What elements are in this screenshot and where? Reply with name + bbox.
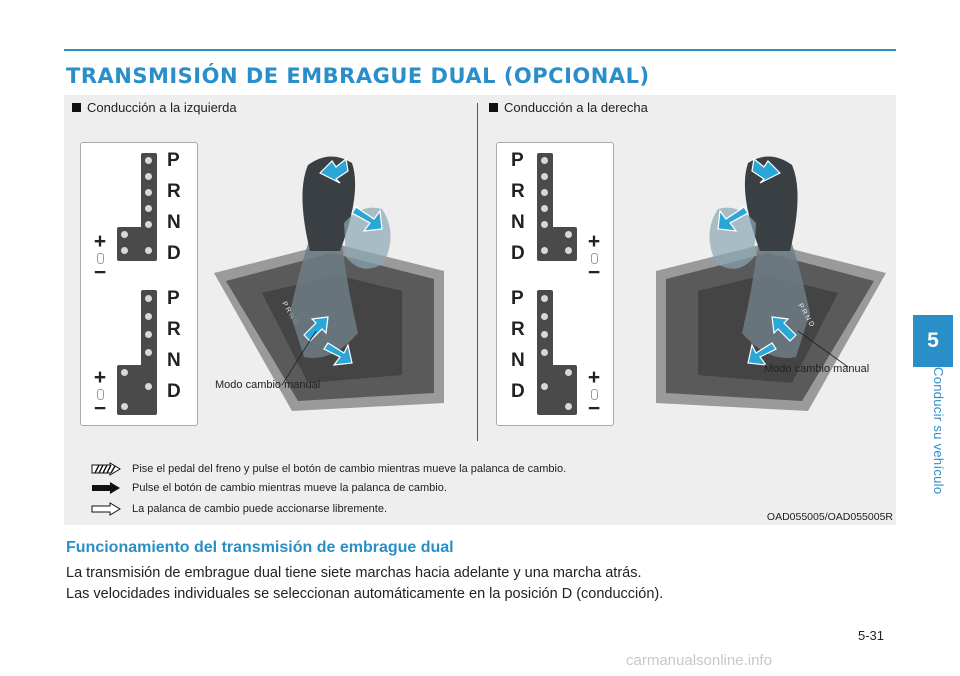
- shift-minus-sign: −: [587, 397, 601, 420]
- hatched-arrow-icon: [91, 462, 121, 476]
- solid-arrow-icon: [92, 482, 120, 494]
- page-title: TRANSMISIÓN DE EMBRAGUE DUAL (OPCIONAL): [66, 64, 650, 88]
- shift-plus-sign: +: [93, 366, 107, 389]
- shift-plus-sign: +: [93, 230, 107, 253]
- right-panel-label: Conducción a la derecha: [489, 100, 648, 115]
- section-subheading: Funcionamiento del transmisión de embrag…: [66, 539, 454, 556]
- shift-plus-sign: +: [587, 366, 601, 389]
- gear-lever-illustration-left: P R N D: [214, 156, 444, 411]
- manual-mode-callout-left: Modo cambio manual: [215, 379, 321, 391]
- header-rule: [64, 49, 896, 51]
- figure-divider: [477, 103, 478, 441]
- body-paragraph: La transmisión de embrague dual tiene si…: [66, 565, 642, 581]
- shift-plus-sign: +: [587, 230, 601, 253]
- left-panel-label: Conducción a la izquierda: [72, 100, 237, 115]
- figure-code: OAD055005/OAD055005R: [766, 511, 893, 523]
- watermark: carmanualsonline.info: [626, 652, 772, 669]
- bullet-square-icon: [72, 103, 81, 112]
- chapter-label: Conducir su vehículo: [931, 367, 946, 495]
- page-number: 5-31: [858, 628, 885, 643]
- shift-minus-sign: −: [587, 261, 601, 284]
- shift-minus-sign: −: [93, 397, 107, 420]
- chapter-number-tab: 5: [913, 315, 953, 367]
- gear-lever-illustration-right: P R N D: [656, 156, 886, 411]
- shift-minus-sign: −: [93, 261, 107, 284]
- body-paragraph: Las velocidades individuales se seleccio…: [66, 586, 664, 602]
- bullet-square-icon: [489, 103, 498, 112]
- outline-arrow-icon: [91, 502, 121, 516]
- manual-mode-callout-right: Modo cambio manual: [764, 363, 870, 375]
